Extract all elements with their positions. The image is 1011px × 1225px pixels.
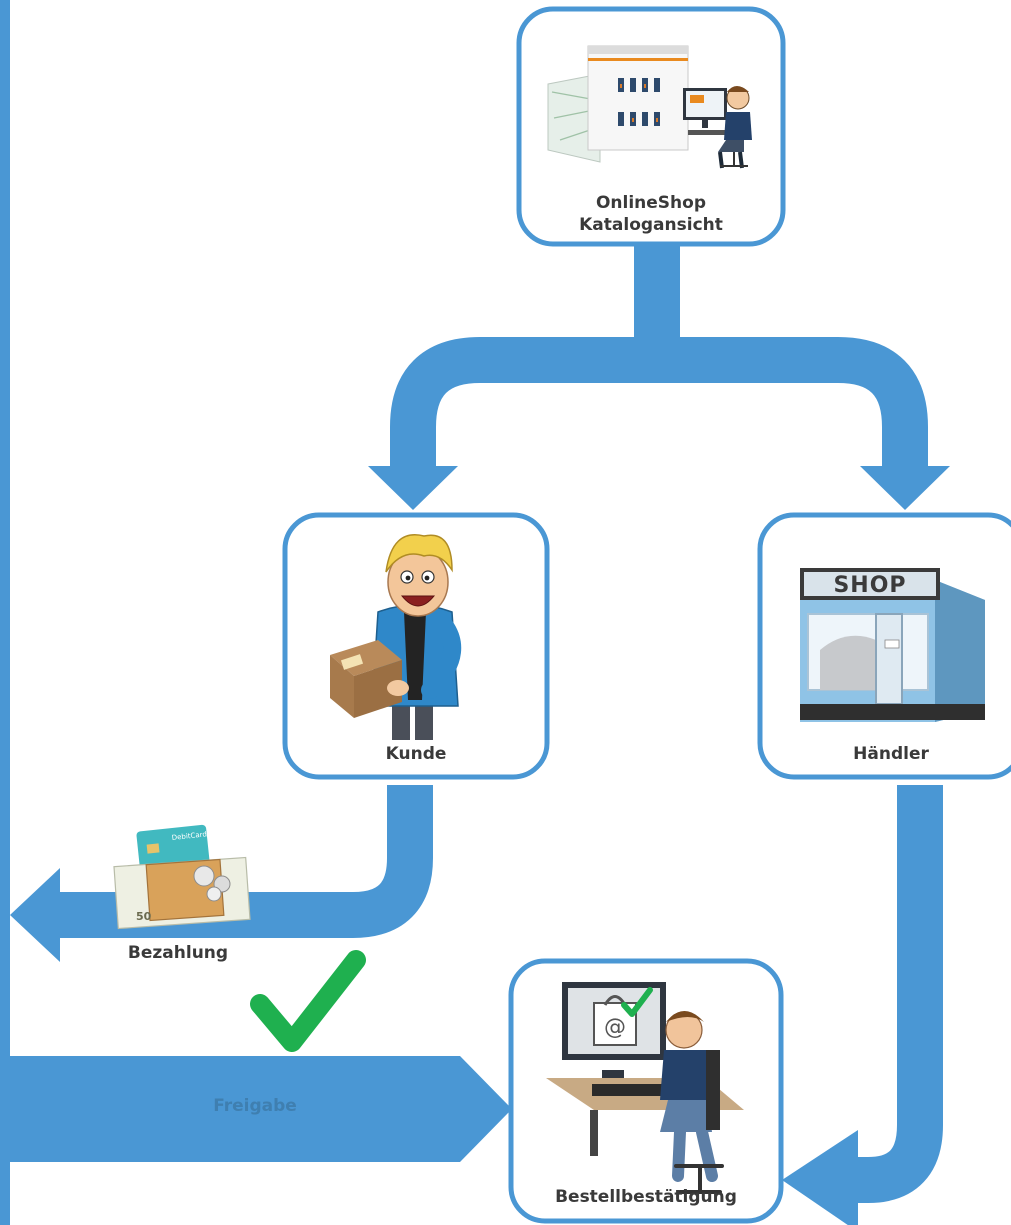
arrowhead-bestell: [782, 1130, 858, 1225]
onlineshop-illustration: [547, 45, 752, 169]
kunde-illustration: [330, 534, 462, 740]
onlineshop-label-line2: Katalogansicht: [579, 215, 723, 235]
shop-sign-text: SHOP: [833, 573, 906, 598]
arrow-haendler-bestell: [845, 785, 943, 1203]
freigabe-label: Freigabe: [213, 1096, 297, 1116]
haendler-illustration: SHOP: [800, 568, 985, 722]
arrow-heads: [0, 466, 950, 1225]
bezahlung-label: Bezahlung: [127, 943, 229, 963]
arrow-kunde-bezahlung: [58, 785, 433, 938]
freigabe-check-icon: [250, 950, 366, 1052]
haendler-label: Händler: [853, 744, 929, 764]
svg-text:@: @: [604, 1015, 626, 1040]
onlineshop-label: OnlineShop Katalogansicht: [541, 192, 761, 236]
bestell-label: Bestellbestätigung: [555, 1187, 737, 1207]
freigabe-arrow: [0, 1056, 512, 1162]
bestell-illustration: @: [546, 982, 744, 1194]
arrowhead-bezahlung: [10, 868, 60, 962]
onlineshop-label-line1: OnlineShop: [595, 193, 707, 213]
screen-check-icon: [621, 987, 653, 1017]
arrow-branch-haendler: [657, 337, 928, 468]
left-edge-strip: [0, 0, 10, 1225]
arrowhead-kunde: [368, 466, 458, 510]
arrow-branch-kunde: [390, 337, 657, 468]
flow-arrows: [58, 245, 943, 1203]
bezahlung-illustration: DebitCard Inc. 50: [113, 824, 251, 930]
arrowhead-haendler: [860, 466, 950, 510]
banknote-value: 50: [136, 910, 152, 923]
kunde-label: Kunde: [385, 744, 447, 764]
